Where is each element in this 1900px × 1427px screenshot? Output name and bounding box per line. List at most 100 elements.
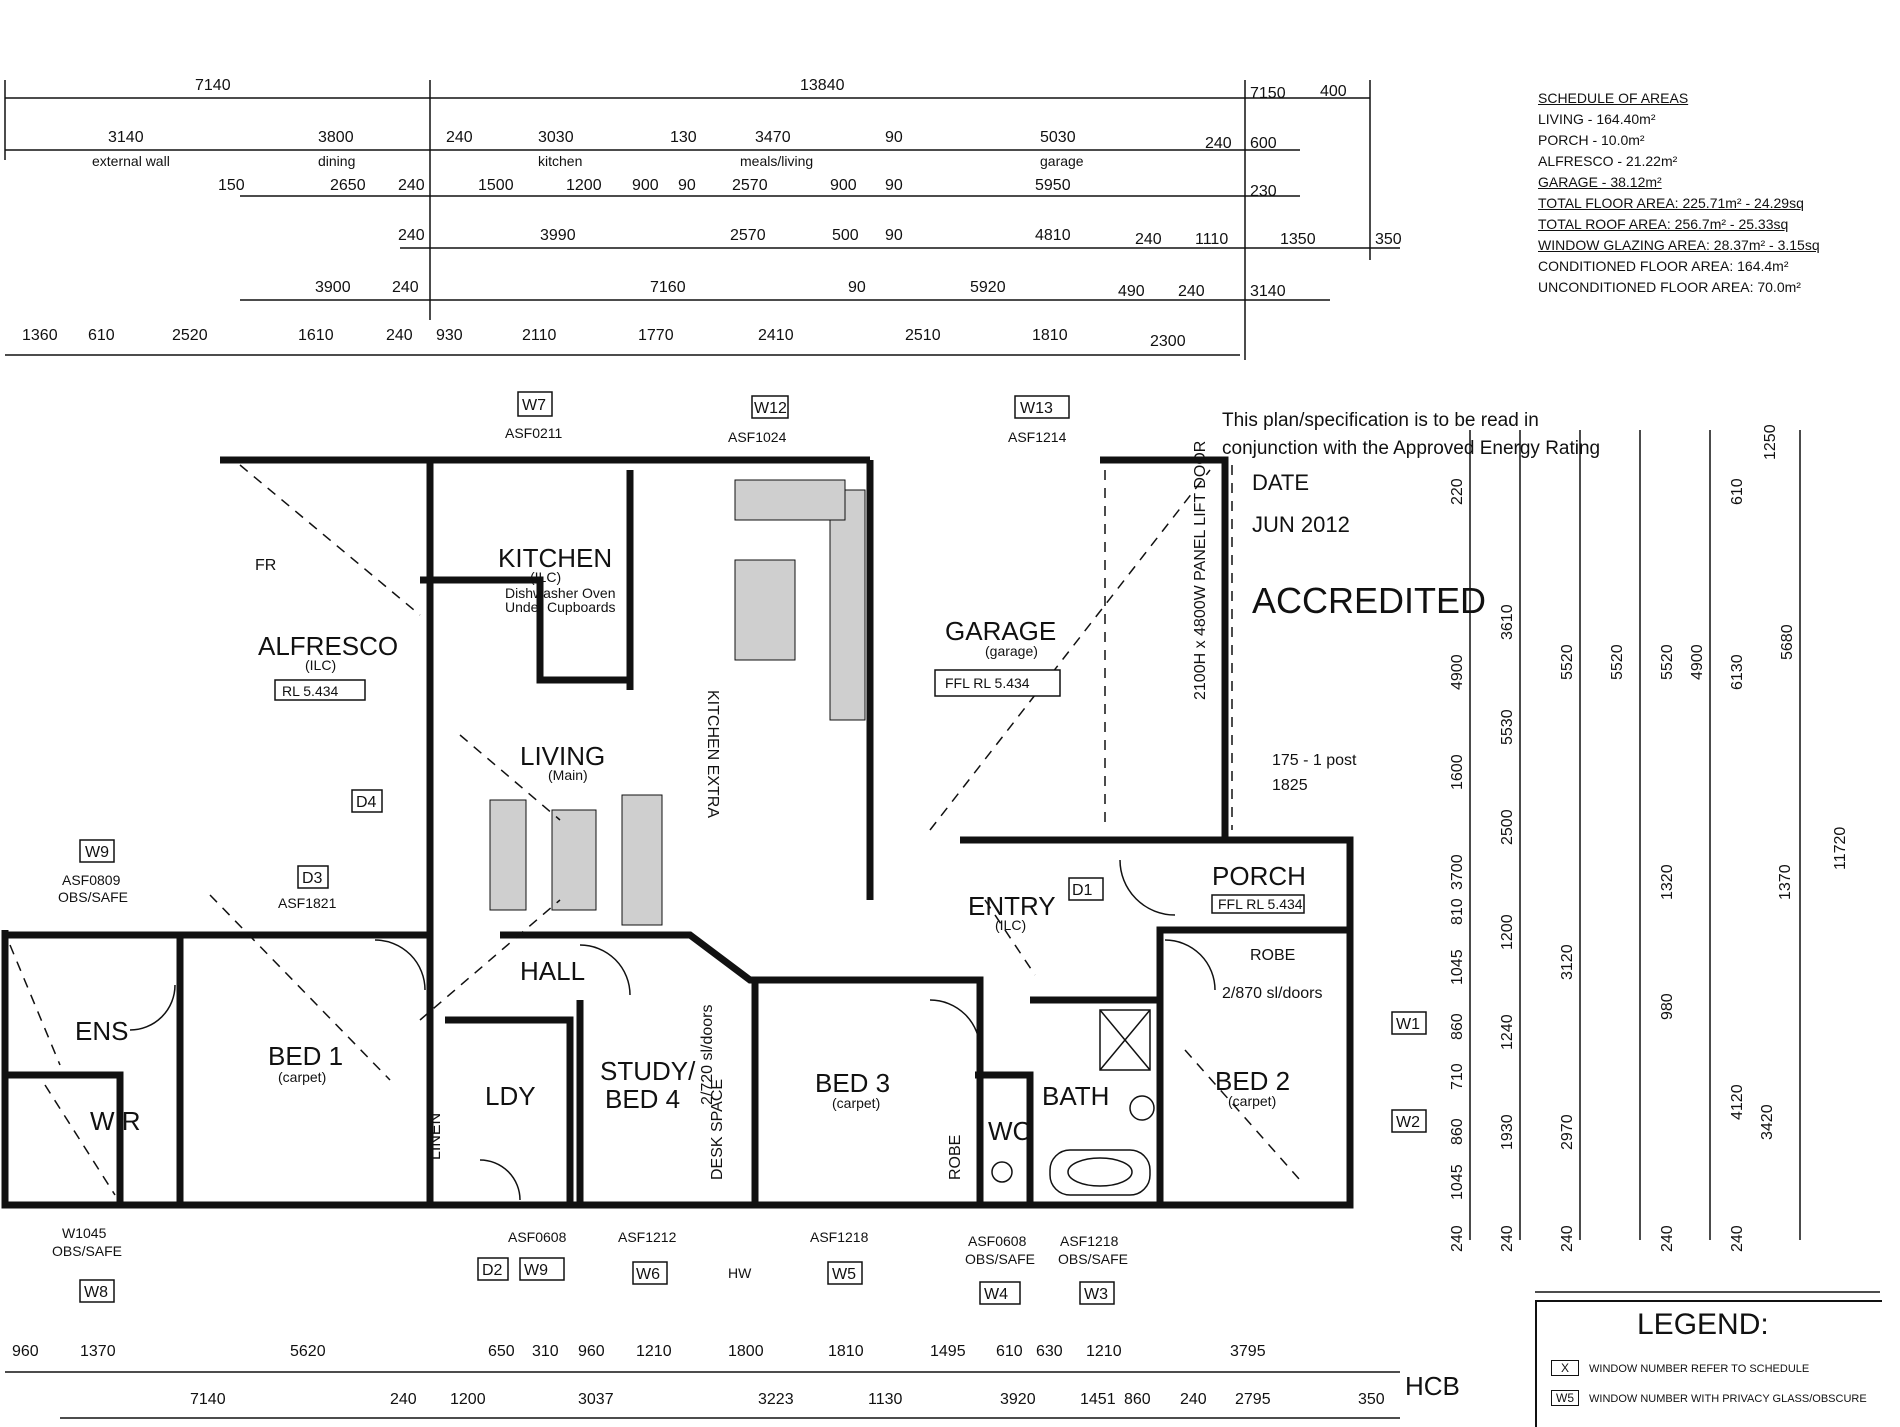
schedule-alfresco: ALFRESCO - 21.22m² <box>1538 153 1678 169</box>
dim-label: 2795 <box>1235 1391 1271 1408</box>
stamp-line3: DATE <box>1252 470 1310 495</box>
dim-label: 5520 <box>1609 644 1626 680</box>
dim-label: 240 <box>446 129 473 146</box>
dim-label: 230 <box>1250 183 1277 200</box>
schedule-window-glazing: WINDOW GLAZING AREA: 28.37m² - 3.15sq <box>1538 237 1820 253</box>
svg-text:(ILC): (ILC) <box>305 657 336 673</box>
svg-text:(garage): (garage) <box>985 643 1038 659</box>
room-labels: ALFRESCO (ILC) RL 5.434 KITCHEN (ILC) Di… <box>75 441 1357 1180</box>
right-dims-col1: 220 4900 1600 3700 810 1045 860 710 860 … <box>1449 478 1466 1252</box>
dim-label: 2410 <box>758 327 794 344</box>
dim-label: 240 <box>390 1391 417 1408</box>
window-tag: W7 <box>522 397 546 414</box>
dim-label: 900 <box>830 177 857 194</box>
dim-label: 1810 <box>828 1343 864 1360</box>
svg-text:meals/living: meals/living <box>740 153 813 169</box>
door-tag: D2 <box>482 1262 503 1279</box>
dim-label: 1451 <box>1080 1391 1116 1408</box>
window-tag: W8 <box>84 1284 108 1301</box>
dim-label: 1045 <box>1449 1164 1466 1200</box>
dim-label: 3037 <box>578 1391 614 1408</box>
dim-label: 5620 <box>290 1343 326 1360</box>
dim-label: 3800 <box>318 129 354 146</box>
dim-label: 2500 <box>1499 809 1516 845</box>
top-dims-row4: 240 3990 2570 500 90 4810 240 1110 1350 … <box>398 227 1402 248</box>
fridge-label: FR <box>255 557 276 574</box>
dim-label: 610 <box>88 327 115 344</box>
window-code: W1045 <box>62 1225 107 1241</box>
dim-label: 4120 <box>1729 1084 1746 1120</box>
top-dims-row6: 1360 610 2520 1610 240 930 2110 1770 241… <box>22 327 1186 350</box>
dim-label: 1360 <box>22 327 58 344</box>
room-bed1: BED 1 <box>268 1041 343 1071</box>
schedule-unconditioned: UNCONDITIONED FLOOR AREA: 70.0m² <box>1538 279 1801 295</box>
room-ens: ENS <box>75 1016 128 1046</box>
window-code: ASF0608 <box>968 1233 1027 1249</box>
dim-label: 1610 <box>298 327 334 344</box>
dim-label: 240 <box>1499 1225 1516 1252</box>
dim-label: 610 <box>996 1343 1023 1360</box>
dim-label: 1240 <box>1499 1014 1516 1050</box>
dim-label: 7140 <box>195 77 231 94</box>
svg-text:Dishwasher Oven: Dishwasher Oven <box>505 585 616 601</box>
room-ldy: LDY <box>485 1081 536 1111</box>
bath-fixtures <box>991 1009 1155 1196</box>
dim-label: 3470 <box>755 129 791 146</box>
schedule-total-floor: TOTAL FLOOR AREA: 225.71m² - 24.29sq <box>1538 195 1804 211</box>
window-tag: W13 <box>1020 400 1053 417</box>
window-tag: W3 <box>1084 1286 1108 1303</box>
dim-label: 240 <box>1180 1391 1207 1408</box>
dim-label: 350 <box>1375 231 1402 248</box>
dim-label: 90 <box>885 227 903 244</box>
room-bed2: BED 2 <box>1215 1066 1290 1096</box>
dim-label: 810 <box>1449 898 1466 925</box>
dim-label: 240 <box>1659 1225 1676 1252</box>
window-tag: W4 <box>984 1286 1008 1303</box>
garage-door-label: 2100H x 4800W PANEL LIFT DOOR <box>1192 441 1209 700</box>
dim-label: 6130 <box>1729 654 1746 690</box>
dim-label: 3700 <box>1449 854 1466 890</box>
dim-label: 2650 <box>330 177 366 194</box>
dim-label: 980 <box>1659 993 1676 1020</box>
svg-text:(ILC): (ILC) <box>530 569 561 585</box>
dim-label: 1770 <box>638 327 674 344</box>
dim-label: 900 <box>632 177 659 194</box>
dim-label: 5680 <box>1779 624 1796 660</box>
dim-label: 650 <box>488 1343 515 1360</box>
dim-label: 350 <box>1358 1391 1385 1408</box>
dim-label: 1200 <box>1499 914 1516 950</box>
dim-label: 3140 <box>108 129 144 146</box>
stamp-line1: This plan/specification is to be read in <box>1222 410 1539 431</box>
legend-text-1: WINDOW NUMBER REFER TO SCHEDULE <box>1589 1363 1810 1375</box>
dim-label: 240 <box>1449 1225 1466 1252</box>
dim-label: 1200 <box>450 1391 486 1408</box>
schedule-garage: GARAGE - 38.12m² <box>1538 174 1662 190</box>
dim-label: 240 <box>398 227 425 244</box>
room-living: LIVING <box>520 741 605 771</box>
dim-label: 3030 <box>538 129 574 146</box>
dim-label: 7160 <box>650 279 686 296</box>
dim-label: 4900 <box>1689 644 1706 680</box>
dim-label: 3420 <box>1759 1104 1776 1140</box>
window-obs: OBS/SAFE <box>58 889 128 905</box>
window-code: ASF0809 <box>62 872 121 888</box>
linen-label: LINEN <box>427 1113 444 1160</box>
window-tag: W2 <box>1396 1114 1420 1131</box>
window-obs: OBS/SAFE <box>52 1243 122 1259</box>
dim-label: 2110 <box>522 327 557 344</box>
sliding-doors-label: 2/870 sl/doors <box>1222 985 1323 1002</box>
room-diagonals <box>9 464 1301 1196</box>
dim-label: 710 <box>1449 1063 1466 1090</box>
dim-label: 7140 <box>190 1391 226 1408</box>
dim-label: 3610 <box>1499 604 1516 640</box>
dim-label: 3140 <box>1250 283 1286 300</box>
room-wc: WC <box>988 1116 1031 1146</box>
study-door-label: 2/720 sl/doors <box>699 1004 716 1105</box>
room-study: STUDY/ <box>600 1056 696 1086</box>
window-obs: OBS/SAFE <box>1058 1251 1128 1267</box>
garage-level: FFL RL 5.434 <box>945 675 1030 691</box>
door-swings <box>129 859 1216 1201</box>
dim-label: 240 <box>1729 1225 1746 1252</box>
dim-label: 5920 <box>970 279 1006 296</box>
